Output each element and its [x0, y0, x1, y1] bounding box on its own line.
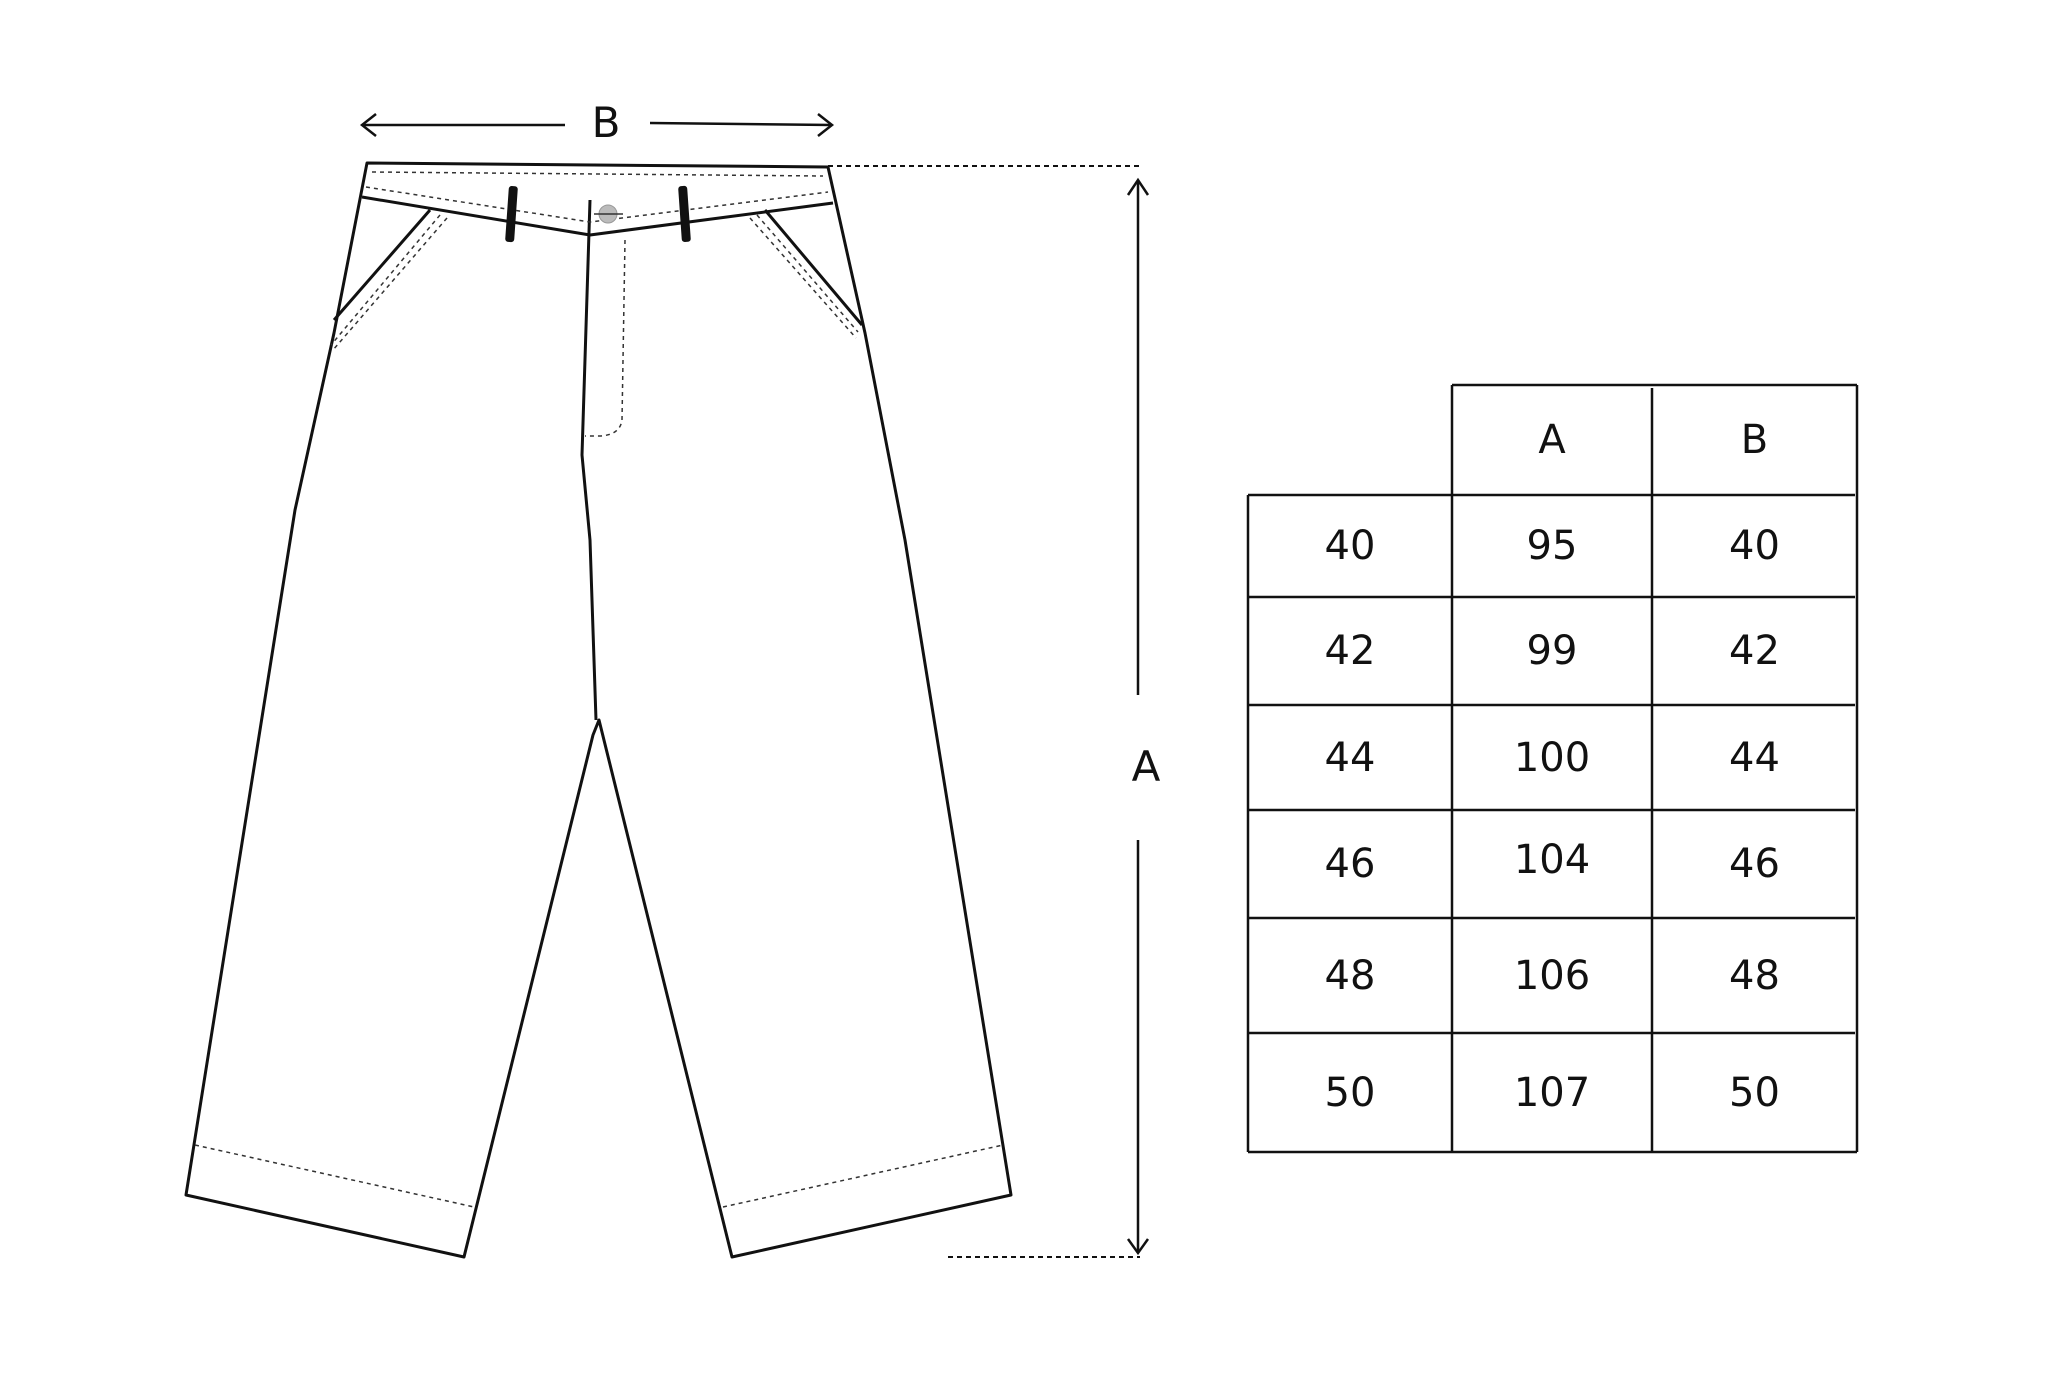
fly-line — [580, 199, 598, 721]
table-cell-b: 48 — [1729, 952, 1780, 999]
button — [594, 204, 623, 224]
right-pocket-stitch — [756, 214, 859, 333]
belt-loops — [505, 185, 691, 243]
width-arrowhead-right — [817, 113, 835, 137]
pants-silhouette — [184, 161, 1013, 1259]
table-cell-a: 95 — [1526, 523, 1578, 569]
table-cell-size: 48 — [1324, 952, 1376, 999]
table-cell-size: 50 — [1324, 1069, 1376, 1116]
table-cell-b: 42 — [1729, 628, 1780, 674]
width-label: B — [591, 98, 621, 147]
waistband-edge — [361, 195, 834, 237]
table-cell-size: 40 — [1324, 523, 1376, 569]
pants-outline — [184, 161, 1013, 1259]
length-label: A — [1131, 742, 1161, 791]
length-dimension — [828, 165, 1150, 1258]
table-cell-a: 106 — [1513, 952, 1591, 999]
left-hem-stitch — [194, 1144, 475, 1208]
table-cell-size: 46 — [1324, 841, 1376, 887]
table-header-a: A — [1538, 417, 1566, 463]
left-pocket-stitch-2 — [332, 217, 448, 351]
width-arrowhead-left — [359, 113, 377, 137]
right-hem-stitch — [722, 1144, 1004, 1208]
stitching — [194, 171, 1004, 1208]
table-cell-b: 40 — [1729, 523, 1780, 569]
table-header-b: B — [1740, 417, 1769, 463]
waistband-stitch-mid — [365, 186, 829, 223]
table-cell-size: 42 — [1324, 628, 1376, 674]
length-arrowhead-top — [1126, 177, 1150, 196]
table-cell-size: 44 — [1324, 734, 1376, 781]
width-dimension — [359, 113, 835, 137]
length-arrowhead-bottom — [1126, 1238, 1150, 1256]
belt-loop-left — [505, 185, 518, 243]
left-pocket-stitch — [330, 214, 441, 346]
table-cell-b: 44 — [1729, 734, 1780, 781]
right-pocket-stitch-2 — [749, 217, 857, 339]
belt-loop-right — [678, 185, 691, 243]
table-cell-a: 107 — [1513, 1069, 1591, 1116]
size-table-grid — [1246, 383, 1859, 1154]
table-cell-b: 50 — [1729, 1069, 1780, 1116]
table-cell-a: 104 — [1513, 837, 1591, 883]
table-cell-a: 99 — [1526, 628, 1578, 674]
table-cell-b: 46 — [1729, 841, 1780, 887]
fly-stitch — [585, 239, 626, 437]
table-cell-a: 100 — [1513, 734, 1591, 781]
width-arrow-right — [649, 121, 833, 127]
waistband-stitch-top — [371, 171, 824, 177]
left-pocket — [332, 209, 432, 321]
right-pocket — [763, 209, 864, 326]
